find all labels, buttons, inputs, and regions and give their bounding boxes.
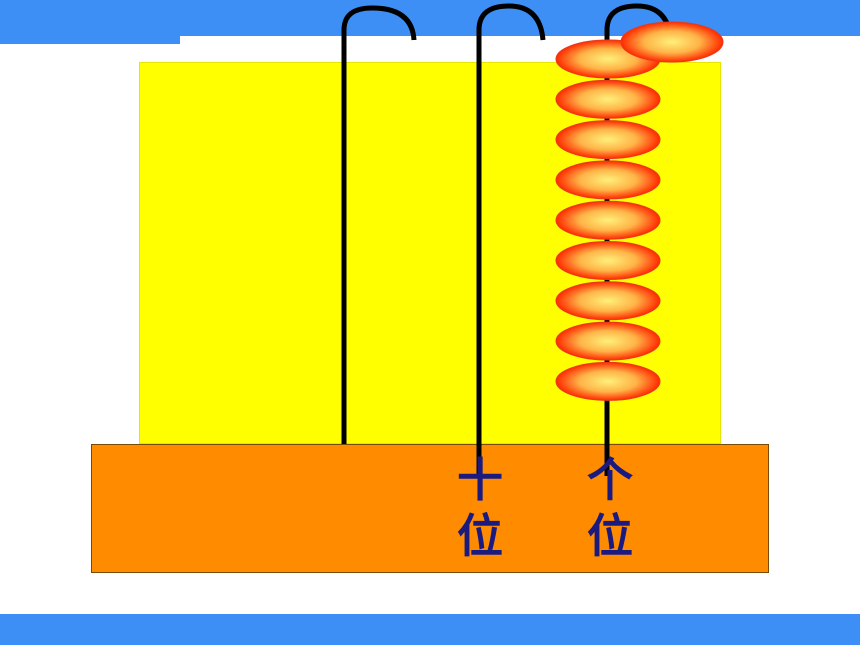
top-band-notch bbox=[180, 36, 860, 44]
bead[interactable] bbox=[555, 241, 661, 280]
bead[interactable] bbox=[555, 120, 661, 160]
tens-label-bottom: 位 bbox=[457, 509, 503, 563]
abacus-base bbox=[91, 444, 769, 573]
moving-bead[interactable] bbox=[620, 21, 724, 63]
bead[interactable] bbox=[555, 321, 661, 361]
ones-beads bbox=[555, 39, 661, 401]
ones-label-top: 个 bbox=[587, 453, 633, 507]
ones-place-label: 个 位 bbox=[580, 452, 640, 564]
bead[interactable] bbox=[555, 160, 661, 200]
ones-label-bottom: 位 bbox=[587, 509, 633, 563]
bead[interactable] bbox=[555, 281, 661, 321]
tens-rod bbox=[476, 3, 546, 476]
bead[interactable] bbox=[555, 79, 661, 119]
bead[interactable] bbox=[555, 200, 661, 240]
tens-label-top: 十 bbox=[457, 453, 503, 507]
hundreds-rod bbox=[341, 5, 417, 444]
bottom-decor-band bbox=[0, 614, 860, 645]
tens-place-label: 十 位 bbox=[450, 452, 510, 564]
bead[interactable] bbox=[555, 361, 661, 401]
